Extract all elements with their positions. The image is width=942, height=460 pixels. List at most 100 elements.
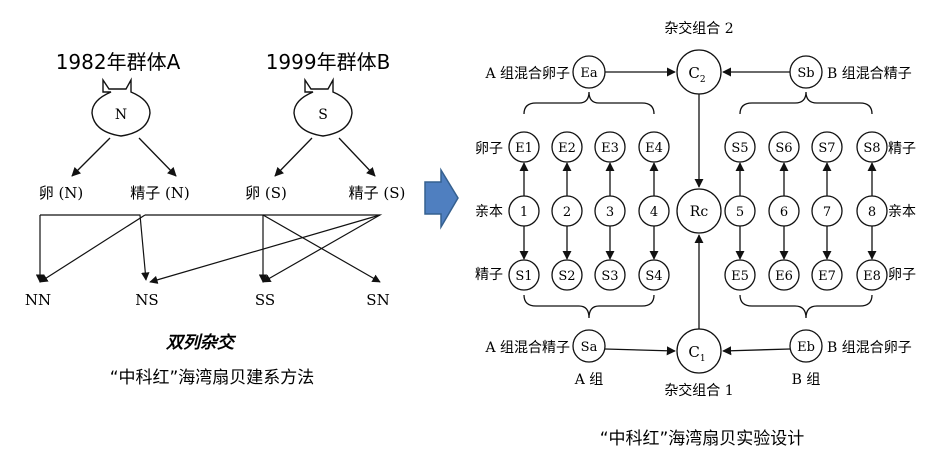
- arrow-n-to-egg: [71, 137, 111, 177]
- node-s3: [594, 259, 626, 291]
- right-row-sperm: 精子: [888, 141, 916, 157]
- node-label-6: 6: [780, 205, 788, 220]
- population-b-label: 1999年群体B: [266, 50, 391, 74]
- shell-n-label: N: [115, 107, 127, 123]
- left-caption: “中科红”海湾扇贝建系方法: [110, 368, 315, 388]
- right-caption: “中科红”海湾扇贝实验设计: [600, 429, 805, 449]
- node-s5: [724, 131, 756, 163]
- node-label-3: 3: [606, 205, 614, 220]
- node-s6: [768, 131, 800, 163]
- node-label-s7: S7: [818, 141, 835, 156]
- node-e5: [724, 259, 756, 291]
- ea-description: A 组混合卵子: [484, 66, 570, 82]
- ea-label: Ea: [580, 66, 597, 81]
- c1-label: C1: [688, 343, 705, 364]
- sa-label: Sa: [581, 340, 598, 355]
- node-8: [856, 195, 888, 227]
- node-label-s8: S8: [863, 141, 880, 156]
- node-e1: [508, 131, 540, 163]
- node-3: [594, 195, 626, 227]
- scallop-shell-s: S: [293, 77, 353, 137]
- cross2-title: 杂交组合 2: [664, 20, 733, 37]
- right-row-egg: 卵子: [888, 267, 916, 283]
- rc-node: [676, 188, 722, 234]
- diallel-subtitle: 双列杂交: [165, 333, 237, 353]
- node-2: [551, 195, 583, 227]
- node-5: [724, 195, 756, 227]
- offspring-nn: NN: [25, 291, 51, 309]
- sperm-s-label: 精子 (S): [349, 184, 406, 202]
- c2-label: C2: [688, 64, 705, 85]
- eb-node: [789, 329, 823, 363]
- sb-label: Sb: [797, 66, 814, 81]
- right-block-arrow: [424, 167, 459, 230]
- brace-bottom-right: [739, 294, 873, 319]
- right-row-parent: 亲本: [888, 204, 916, 220]
- node-e8: [856, 259, 888, 291]
- b-group-label: B 组: [792, 372, 821, 388]
- left-row-sperm: 精子: [475, 267, 503, 283]
- node-s1: [508, 259, 540, 291]
- node-label-e8: E8: [863, 269, 881, 284]
- arrow-n-to-sperm: [138, 137, 177, 177]
- node-label-8: 8: [868, 205, 876, 220]
- node-label-s1: S1: [515, 269, 532, 284]
- node-label-4: 4: [650, 205, 658, 220]
- node-label-5: 5: [736, 205, 744, 220]
- node-e7: [811, 259, 843, 291]
- cross1-title: 杂交组合 1: [664, 382, 733, 399]
- node-label-s2: S2: [558, 269, 575, 284]
- node-label-e4: E4: [645, 141, 663, 156]
- scallop-shell-n: N: [91, 77, 151, 137]
- node-label-e1: E1: [515, 141, 533, 156]
- offspring-ns: NS: [135, 291, 158, 309]
- population-a-label: 1982年群体A: [56, 50, 181, 74]
- egg-n-label: 卵 (N): [39, 184, 84, 202]
- brace-bottom-left: [523, 294, 655, 319]
- arrow-eb-to-c1: [722, 346, 791, 356]
- node-label-1: 1: [520, 205, 528, 220]
- brace-top-left: [523, 91, 655, 115]
- brace-top-right: [739, 91, 873, 115]
- node-e2: [551, 131, 583, 163]
- offspring-sn: SN: [366, 291, 389, 309]
- cross-lines: [35, 214, 383, 284]
- sb-description: B 组混合精子: [827, 66, 912, 82]
- shell-s-label: S: [318, 107, 328, 123]
- node-e3: [594, 131, 626, 163]
- node-1: [508, 195, 540, 227]
- node-4: [638, 195, 670, 227]
- node-s4: [638, 259, 670, 291]
- sperm-n-label: 精子 (N): [130, 184, 190, 202]
- node-6: [768, 195, 800, 227]
- node-label-s6: S6: [775, 141, 792, 156]
- node-label-s4: S4: [645, 269, 662, 284]
- arrow-sa-to-c1: [604, 346, 676, 356]
- node-e6: [768, 259, 800, 291]
- eb-label: Eb: [797, 340, 815, 355]
- node-s2: [551, 259, 583, 291]
- arrow-s-to-egg: [274, 137, 313, 177]
- node-s7: [811, 131, 843, 163]
- rc-label: Rc: [690, 204, 709, 220]
- node-s8: [856, 131, 888, 163]
- node-e4: [638, 131, 670, 163]
- node-label-e3: E3: [601, 141, 619, 156]
- arrow-s-to-sperm: [338, 137, 376, 177]
- a-group-label: A 组: [574, 372, 604, 388]
- egg-s-label: 卵 (S): [245, 184, 287, 202]
- left-row-egg: 卵子: [475, 141, 503, 157]
- node-label-e7: E7: [818, 269, 836, 284]
- sa-node: [572, 329, 606, 363]
- sa-description: A 组混合精子: [484, 340, 570, 356]
- node-label-s5: S5: [731, 141, 748, 156]
- left-row-parent: 亲本: [475, 204, 503, 220]
- node-label-7: 7: [823, 205, 831, 220]
- eb-description: B 组混合卵子: [827, 340, 912, 356]
- node-7: [811, 195, 843, 227]
- node-label-e6: E6: [775, 269, 793, 284]
- node-label-2: 2: [563, 205, 571, 220]
